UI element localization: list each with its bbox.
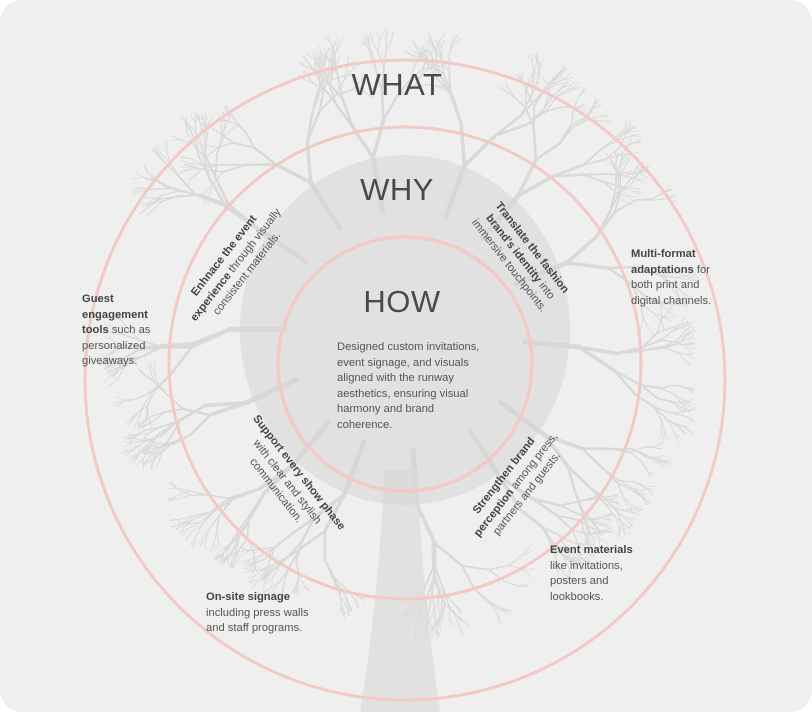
what-item-title: On-site signage: [206, 591, 290, 603]
rings: [83, 58, 727, 702]
what-item-body: like invitations, posters and lookbooks.: [550, 559, 623, 603]
what-item-body: such as personalized giveaways.: [82, 324, 151, 368]
what-item-title: Event materials: [550, 544, 633, 556]
what-item-body: for both print and digital channels.: [631, 263, 712, 307]
ring-what: [83, 58, 727, 702]
what-item-multi-format: Multi-format adaptations for both print …: [631, 247, 721, 309]
ring-label-why: WHY: [360, 172, 434, 207]
what-item-title: Guest engagement tools: [82, 293, 148, 337]
ring-label-what: WHAT: [351, 67, 443, 102]
ring-how: [276, 235, 534, 493]
tree-trunk: [360, 470, 440, 712]
what-item-title: Multi-format adaptations: [631, 248, 696, 276]
what-item-body: including press walls and staff programs…: [206, 606, 309, 635]
what-item-guest-engagement: Guest engagement tools such as personali…: [82, 292, 172, 370]
what-item-event-materials: Event materials like invitations, poster…: [550, 543, 650, 605]
ring-why: [167, 125, 643, 601]
ring-label-how: HOW: [363, 284, 441, 319]
tree-crown-blob: [240, 155, 570, 505]
what-item-on-site-signage: On-site signage including press walls an…: [206, 590, 326, 637]
how-description: Designed custom invitations, event signa…: [337, 341, 480, 431]
